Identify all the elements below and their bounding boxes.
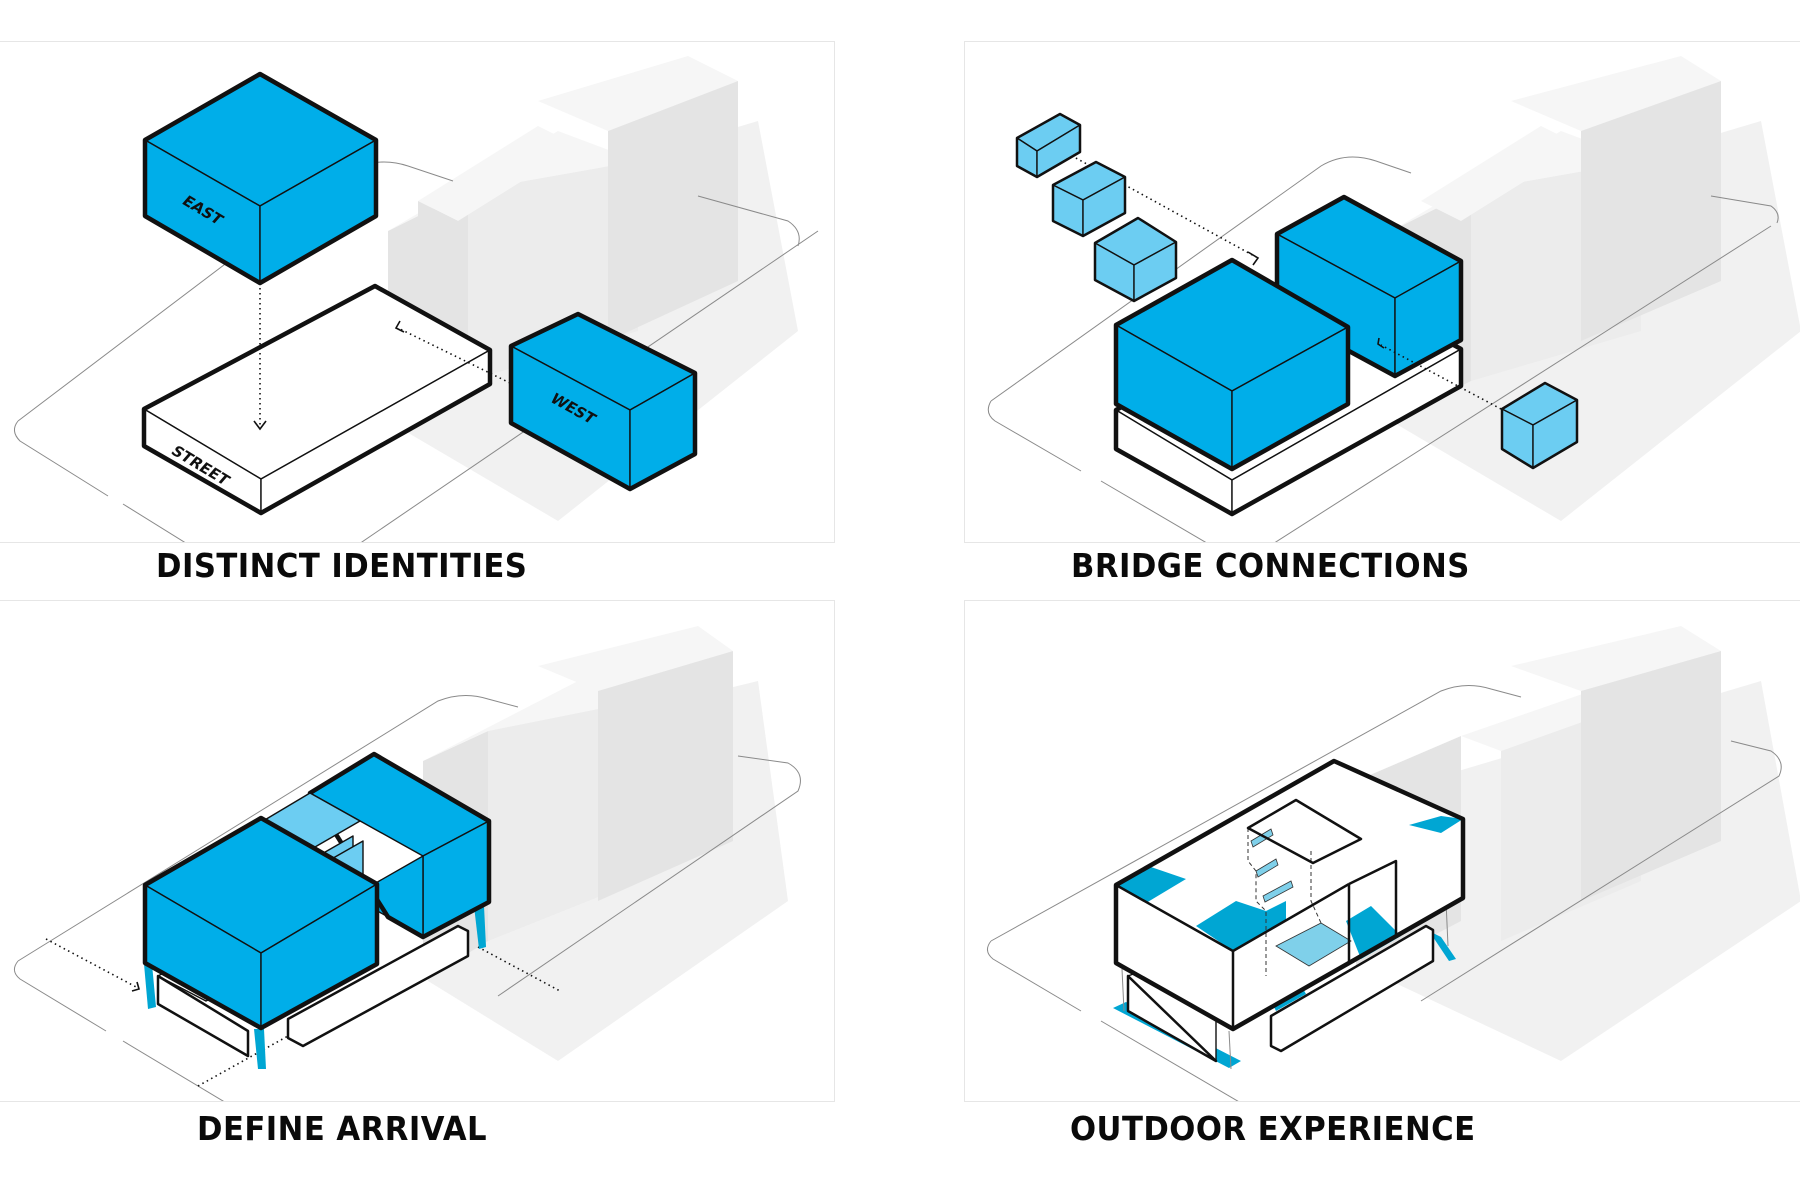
site-outline (987, 685, 1782, 1101)
panel-define-arrival (0, 600, 835, 1102)
bridge-module-1 (1015, 112, 1082, 179)
site-outline (14, 695, 801, 1101)
diagram-outdoor-experience (987, 626, 1800, 1101)
support-columns (144, 906, 486, 1069)
back-volume (307, 751, 492, 940)
caption-bridge-connections: BRIDGE CONNECTIONS (1071, 546, 1470, 585)
east-arrow (253, 288, 267, 431)
diagram-define-arrival (14, 626, 801, 1101)
context-buildings (423, 626, 788, 1061)
panel-outdoor-experience (964, 600, 1800, 1102)
front-volume (142, 815, 380, 1031)
west-arrow (394, 320, 511, 384)
front-volume (1113, 257, 1351, 472)
east-volume: EAST (142, 71, 379, 286)
caption-outdoor-experience: OUTDOOR EXPERIENCE (1070, 1109, 1476, 1148)
west-volume: WEST (508, 311, 698, 492)
bridge-module-3 (1093, 216, 1178, 303)
panel-distinct-identities: STREET EAST WEST (0, 41, 835, 543)
caption-distinct-identities: DISTINCT IDENTITIES (156, 546, 528, 585)
panel-bridge-connections (964, 41, 1800, 543)
caption-define-arrival: DEFINE ARRIVAL (197, 1109, 488, 1148)
bridge-module-4 (1500, 381, 1579, 470)
ground-volumes (156, 924, 470, 1058)
site-outline (987, 156, 1779, 542)
diagram-distinct-identities: STREET EAST WEST (14, 56, 819, 542)
arrival-arrows (45, 938, 561, 1087)
bridge-arrow-bottom (1377, 337, 1502, 410)
upper-volume (1113, 758, 1466, 1032)
diagram-bridge-connections (987, 56, 1800, 542)
street-slab: STREET (141, 283, 493, 516)
bridge-arrow-top (1053, 145, 1260, 266)
bridge-module-2 (1051, 160, 1127, 238)
